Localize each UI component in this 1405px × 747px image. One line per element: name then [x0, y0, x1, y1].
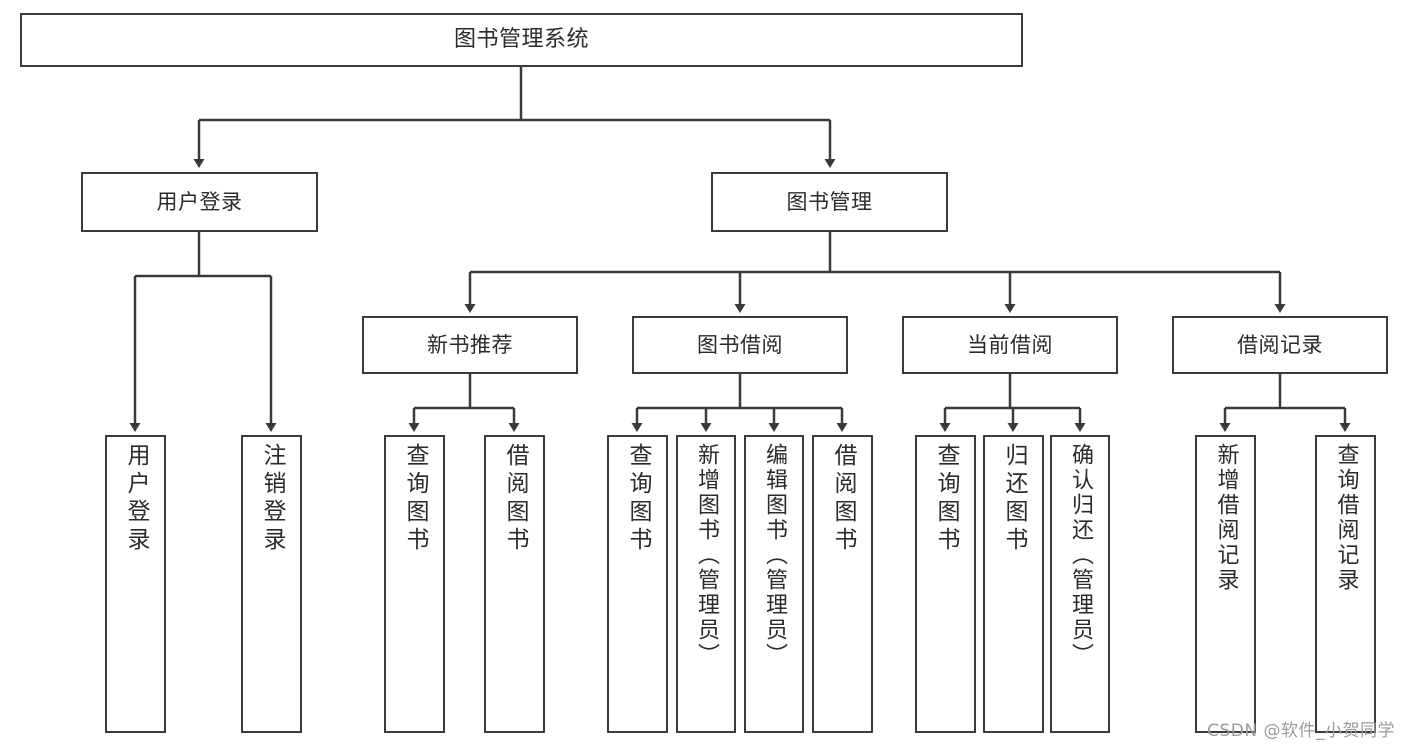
node-label: 归还图书 [1001, 443, 1027, 555]
node-label: 图书管理 [786, 189, 873, 214]
leaf-query-borrow-record[interactable]: 查询借阅记录 [1315, 435, 1376, 733]
node-new-book-recommendation[interactable]: 新书推荐 [362, 316, 578, 374]
leaf-edit-book-admin[interactable]: 编辑图书（管理员） [744, 435, 804, 733]
node-root-system[interactable]: 图书管理系统 [20, 13, 1023, 67]
leaf-return-book[interactable]: 归还图书 [983, 435, 1044, 733]
node-label: 查询借阅记录 [1333, 443, 1359, 593]
node-user-login[interactable]: 用户登录 [81, 172, 318, 232]
leaf-add-book-admin[interactable]: 新增图书（管理员） [676, 435, 736, 733]
leaf-query-book-recommendation[interactable]: 查询图书 [384, 435, 445, 733]
leaf-user-login[interactable]: 用户登录 [105, 435, 166, 733]
node-current-borrowing[interactable]: 当前借阅 [902, 316, 1118, 374]
leaf-confirm-return-admin[interactable]: 确认归还（管理员） [1050, 435, 1110, 733]
node-label: 查询图书 [625, 443, 651, 555]
node-label: 借阅记录 [1237, 332, 1323, 357]
node-book-management[interactable]: 图书管理 [711, 172, 948, 232]
node-label: 确认归还（管理员） [1068, 443, 1093, 668]
leaf-query-book-borrow[interactable]: 查询图书 [607, 435, 668, 733]
node-label: 查询图书 [402, 443, 428, 555]
node-label: 当前借阅 [967, 332, 1053, 357]
node-label: 图书管理系统 [453, 27, 589, 53]
leaf-logout[interactable]: 注销登录 [241, 435, 302, 733]
leaf-borrow-book-recommendation[interactable]: 借阅图书 [484, 435, 545, 733]
node-label: 新增图书（管理员） [694, 443, 719, 668]
csdn-watermark: CSDN @软件_小贺同学 [1207, 721, 1395, 741]
node-label: 新增借阅记录 [1213, 443, 1239, 593]
leaf-borrow-book-borrow[interactable]: 借阅图书 [812, 435, 873, 733]
node-label: 借阅图书 [502, 443, 528, 555]
node-label: 用户登录 [156, 189, 243, 214]
node-label: 用户登录 [123, 443, 149, 555]
node-borrowing-record[interactable]: 借阅记录 [1172, 316, 1388, 374]
leaf-add-borrow-record[interactable]: 新增借阅记录 [1195, 435, 1256, 733]
node-label: 借阅图书 [830, 443, 856, 555]
node-label: 新书推荐 [427, 332, 513, 357]
leaf-query-book-current[interactable]: 查询图书 [915, 435, 976, 733]
node-label: 编辑图书（管理员） [762, 443, 787, 668]
node-label: 查询图书 [933, 443, 959, 555]
node-book-borrowing[interactable]: 图书借阅 [632, 316, 848, 374]
node-label: 图书借阅 [697, 332, 783, 357]
node-label: 注销登录 [259, 443, 285, 555]
